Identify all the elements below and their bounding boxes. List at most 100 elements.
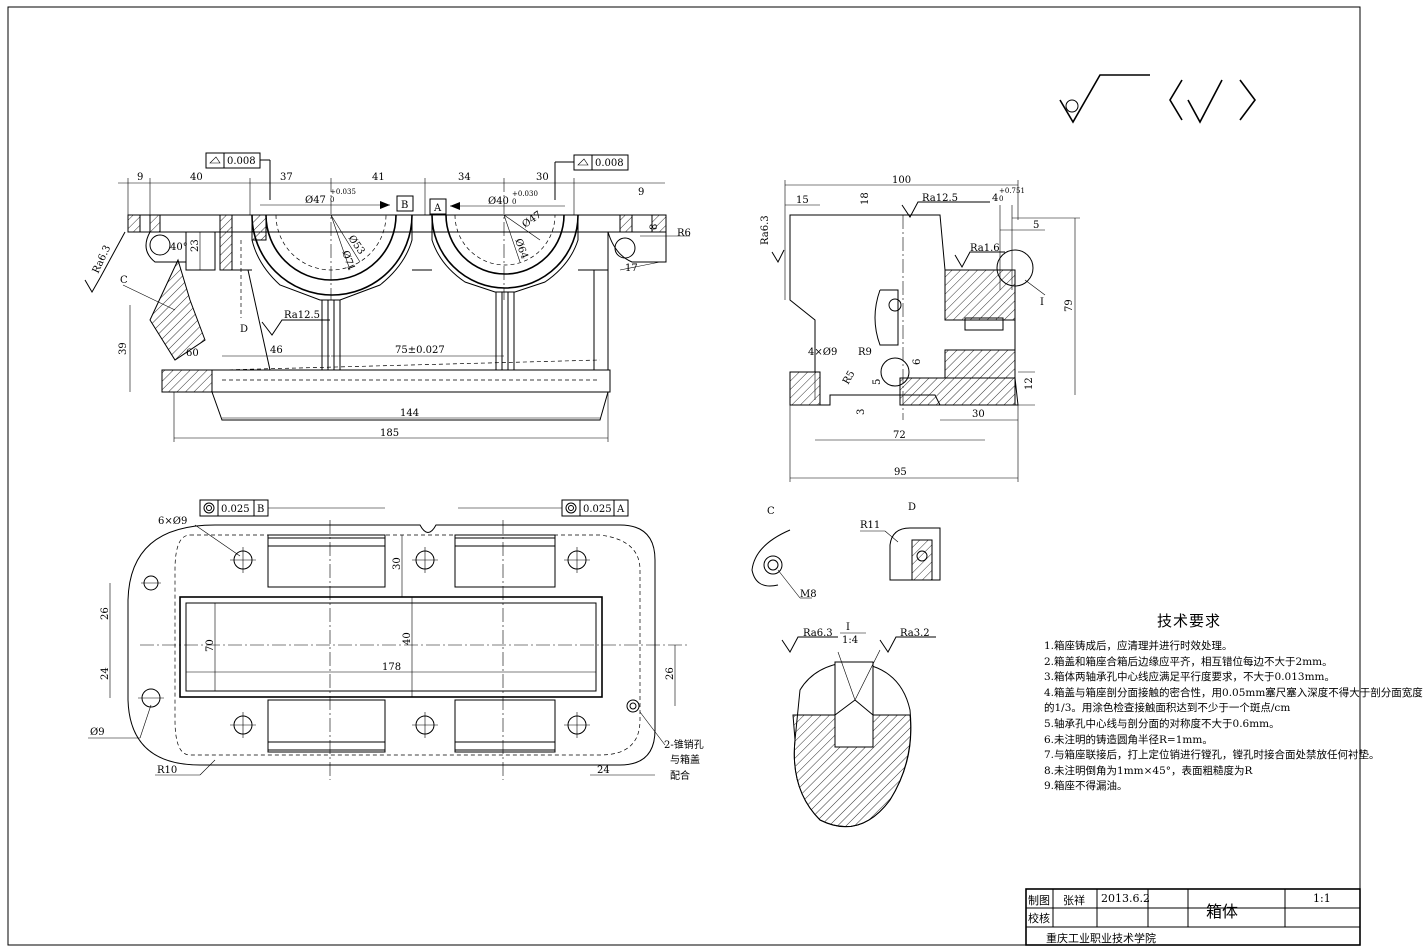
pin-note-3: 配合: [670, 769, 690, 782]
drawing-border: [7, 6, 1361, 946]
dim-100: 100: [892, 175, 911, 186]
dim-6: 6: [912, 359, 923, 365]
bolt-holes: [138, 547, 640, 738]
svg-text:+0.751: +0.751: [999, 187, 1025, 195]
drawn-label: 制图: [1028, 894, 1050, 907]
roughness-ra16-side: Ra1.6: [954, 243, 1005, 269]
label-d-front: D: [240, 324, 248, 335]
svg-text:Ra3.2: Ra3.2: [900, 628, 930, 639]
dim-r9: R9: [858, 347, 872, 358]
svg-text:C: C: [767, 506, 775, 517]
dim-46: 46: [270, 345, 283, 356]
svg-text:D: D: [908, 502, 916, 513]
geo-tol-frame-right: 0.008: [554, 154, 629, 200]
dim-24-right: 24: [597, 765, 610, 776]
dim-144: 144: [400, 408, 419, 419]
dim-12: 12: [1024, 377, 1035, 390]
label-c-front: C: [120, 275, 128, 286]
svg-text:0.008: 0.008: [227, 156, 256, 167]
roughness-symbol-general: [1059, 74, 1150, 124]
detail-c: C M8: [751, 506, 817, 600]
svg-text:+0.030: +0.030: [512, 190, 538, 198]
svg-text:Ra12.5: Ra12.5: [284, 310, 320, 321]
svg-text:0.025: 0.025: [583, 504, 612, 515]
dim-4: 4: [992, 193, 998, 204]
side-view: 100 15 18 Ra12.5 4 +0.751 0 5 Ra6.3 79: [760, 175, 1080, 482]
label-i-side: I: [1040, 297, 1044, 308]
angle-60: 60: [186, 348, 199, 359]
dim-30-top: 30: [392, 557, 403, 570]
title-block-frame: [1025, 888, 1361, 946]
svg-text:+0.035: +0.035: [330, 188, 356, 196]
dim-70: 70: [205, 639, 216, 652]
dim-d64: Ø64: [512, 237, 529, 260]
datum-a: A: [433, 203, 442, 214]
dim-9-left: 9: [137, 172, 143, 183]
dim-41: 41: [372, 172, 385, 183]
svg-text:A: A: [616, 504, 625, 515]
svg-text:Ra12.5: Ra12.5: [922, 193, 958, 204]
tech-req-item: 9.箱座不得漏油。: [1044, 780, 1128, 793]
svg-text:R11: R11: [860, 520, 880, 531]
dim-15: 15: [796, 195, 809, 206]
drawn-by: 张祥: [1063, 894, 1085, 907]
dim-3: 3: [856, 409, 867, 415]
dim-37: 37: [280, 172, 293, 183]
tech-req-item: 3.箱体两轴承孔中心线应满足平行度要求，不大于0.013mm。: [1044, 671, 1335, 684]
dim-6-holes: 6×Ø9: [158, 516, 187, 527]
tech-req-item: 5.轴承孔中心线与剖分面的对称度不大于0.6mm。: [1044, 717, 1280, 730]
svg-text:Ra1.6: Ra1.6: [970, 243, 1000, 254]
dim-40: 40: [190, 172, 203, 183]
engineering-drawing: 0.008 0.008 9 40 37 41 34 30 9: [7, 6, 1361, 946]
pin-note-2: 与箱盖: [670, 753, 700, 766]
dim-185: 185: [380, 428, 399, 439]
dim-5: 5: [1033, 220, 1039, 231]
tech-req-item: 4.箱盖与箱座剖分面接触的密合性，用0.05mm塞尺塞入深度不得大于剖分面宽度: [1044, 686, 1423, 699]
tech-req-item: 7.与箱座联接后，打上定位销进行镗孔，镗孔时接合面处禁放任何衬垫。: [1044, 749, 1380, 762]
dim-39: 39: [118, 342, 129, 355]
roughness-ra63-side: Ra6.3: [760, 215, 785, 264]
detail-d: D R11: [860, 502, 941, 581]
dim-d47b: Ø47: [520, 209, 543, 230]
angle-40: 40°: [170, 242, 188, 253]
tech-req-item: 的1/3。用涂色检查接触面积达到不少于一个斑点/cm: [1044, 702, 1291, 715]
dim-center-distance: 75±0.027: [395, 345, 445, 356]
roughness-ra63-front: Ra6.3: [84, 231, 126, 293]
roughness-ra125-side: Ra12.5: [901, 193, 990, 218]
geo-tol-frame-top-right: 0.025 A: [561, 499, 629, 517]
svg-text:1:4: 1:4: [842, 635, 858, 646]
geo-tol-frame-left: 0.008: [205, 152, 271, 200]
drawing-date: 2013.6.2: [1101, 892, 1150, 905]
dim-18: 18: [860, 192, 871, 205]
title-block: 制图 张祥 2013.6.2 校核 箱体 1:1 重庆工业职业技术学院: [1026, 889, 1362, 945]
dim-178: 178: [382, 662, 401, 673]
svg-text:B: B: [257, 504, 264, 515]
dim-72: 72: [893, 430, 906, 441]
checked-label: 校核: [1028, 912, 1050, 925]
svg-text:0: 0: [999, 195, 1003, 203]
dim-24-top: 24: [100, 667, 111, 680]
svg-text:I: I: [846, 622, 850, 633]
tech-req-item: 2.箱盖和箱座合箱后边缘应平齐，相互错位每边不大于2mm。: [1044, 655, 1333, 668]
dim-holes-side: 4×Ø9: [808, 347, 837, 358]
dim-23: 23: [190, 239, 201, 252]
dim-bore-right: Ø40: [488, 196, 509, 207]
detail-i: I 1:4 Ra6.3 Ra3.2: [781, 622, 936, 828]
dim-95: 95: [894, 467, 907, 478]
dim-30: 30: [536, 172, 549, 183]
top-view: 0.025 B 0.025 A: [88, 499, 704, 782]
school-name: 重庆工业职业技术学院: [1046, 932, 1156, 945]
dim-d9-top: Ø9: [90, 727, 105, 738]
dim-79: 79: [1064, 299, 1075, 312]
part-name: 箱体: [1206, 902, 1239, 921]
geo-tol-frame-top-left: 0.025 B: [199, 499, 269, 517]
tech-req-heading: 技术要求: [1156, 612, 1221, 630]
dim-r10: R10: [157, 765, 177, 776]
pin-note-1: 2-锥销孔: [664, 738, 704, 751]
roughness-symbol-other: [1169, 79, 1256, 124]
drawing-scale: 1:1: [1313, 892, 1331, 905]
dim-r6: R6: [677, 228, 691, 239]
dim-34: 34: [458, 172, 471, 183]
svg-text:0: 0: [330, 196, 334, 204]
dim-bore-left: Ø47: [305, 195, 326, 206]
